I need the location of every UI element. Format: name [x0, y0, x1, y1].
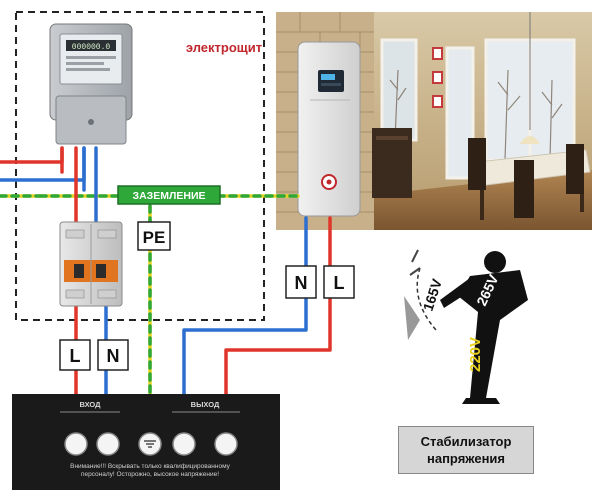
ground-bar: ЗАЗЕМЛЕНИЕ [117, 185, 221, 205]
stabilizer-caption: Стабилизатор напряжения [398, 426, 534, 474]
ground-bar-label: ЗАЗЕМЛЕНИЕ [133, 190, 206, 202]
input-n-tag: N [97, 339, 129, 371]
meter-display: 000000.0 [72, 43, 111, 52]
svg-text:N: N [107, 346, 120, 366]
stabilizer-front-panel: ВХОД ВЫХОД [12, 394, 280, 490]
terminal-output-n [172, 432, 196, 456]
ground-symbol-icon [144, 440, 156, 448]
electricity-meter: 000000.0 [49, 23, 133, 145]
terminal-input-n [96, 432, 120, 456]
boiler-display [318, 70, 344, 92]
output-terminals-label: ВЫХОД [191, 400, 220, 409]
caption-line1: Стабилизатор [420, 434, 512, 449]
caption-line2: напряжения [427, 451, 505, 466]
terminal-output-l [214, 432, 238, 456]
terminal-input-l [64, 432, 88, 456]
electric-boiler [297, 41, 361, 217]
svg-text:N: N [295, 273, 308, 293]
stabilizer-warning: Внимание!!! Вскрывать только квалифициро… [70, 463, 230, 478]
circuit-breaker [59, 221, 123, 307]
svg-text:L: L [334, 273, 345, 293]
electrical-panel-border [15, 11, 265, 321]
svg-text:PE: PE [143, 228, 166, 247]
output-l-tag: L [323, 265, 355, 299]
pe-tag: PE [137, 221, 171, 251]
svg-text:L: L [70, 346, 81, 366]
input-l-tag: L [59, 339, 91, 371]
input-terminals-label: ВХОД [79, 400, 101, 409]
panel-label: электрощит [186, 40, 262, 55]
output-n-tag: N [285, 265, 317, 299]
